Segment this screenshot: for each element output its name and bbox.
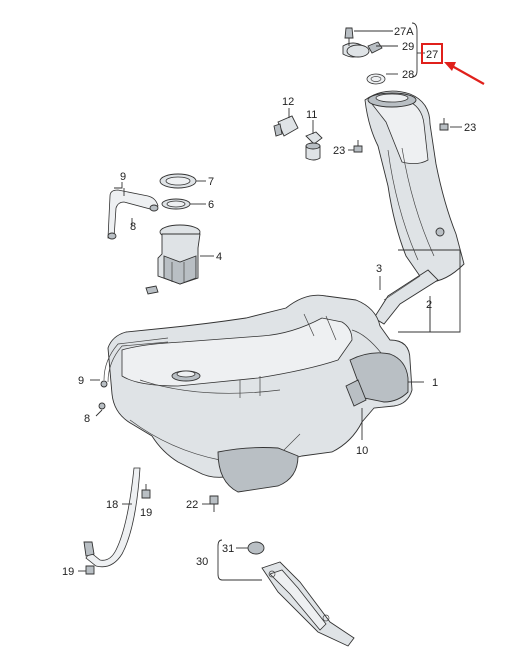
label-7: 7: [208, 176, 214, 188]
label-19-upper: 19: [140, 507, 152, 519]
label-6: 6: [208, 199, 214, 211]
label-23-left: 23: [333, 145, 345, 157]
label-23-right: 23: [464, 122, 476, 134]
filler-neck: [364, 90, 465, 325]
label-19-lower: 19: [62, 566, 74, 578]
breather-valve-12: [273, 115, 299, 137]
label-12: 12: [282, 96, 294, 108]
heat-shield-30: [261, 561, 355, 647]
red-arrow-icon: [444, 62, 485, 85]
label-4: 4: [216, 251, 222, 263]
label-11: 11: [306, 109, 317, 121]
bolt-22: [209, 495, 219, 512]
label-27: 27: [426, 49, 438, 61]
bolt-23-right: [439, 118, 449, 131]
label-27a: 27A: [394, 26, 414, 38]
label-1: 1: [432, 377, 438, 389]
breather-valve-11: [305, 131, 323, 161]
bolt-19-lower: [85, 565, 95, 575]
label-9-left: 9: [78, 375, 84, 387]
label-31: 31: [222, 543, 234, 555]
label-30: 30: [196, 556, 208, 568]
fuel-tank-1: [107, 294, 413, 493]
bracket-10: [345, 379, 367, 407]
fuel-pump-4: [145, 224, 201, 295]
label-10: 10: [356, 445, 368, 457]
label-9-upper: 9: [120, 171, 126, 183]
tensioning-strap-18: [83, 467, 141, 568]
seal-6: [161, 198, 191, 210]
highlight-box: [421, 43, 443, 64]
label-8-left: 8: [84, 413, 90, 425]
bolt-19-upper: [141, 484, 151, 499]
label-3: 3: [376, 263, 382, 275]
filler-cap-assembly: [342, 27, 386, 85]
label-28: 28: [402, 69, 414, 81]
fuel-line-9-upper: [107, 189, 159, 240]
label-2: 2: [426, 299, 432, 311]
nut-31: [247, 541, 265, 555]
locking-ring-7: [159, 173, 197, 189]
fuel-line-9-left: [98, 337, 169, 410]
bolt-23-left: [353, 140, 363, 153]
label-18: 18: [106, 499, 118, 511]
label-8-upper: 8: [130, 221, 136, 233]
label-29: 29: [402, 41, 414, 53]
label-22: 22: [186, 499, 198, 511]
